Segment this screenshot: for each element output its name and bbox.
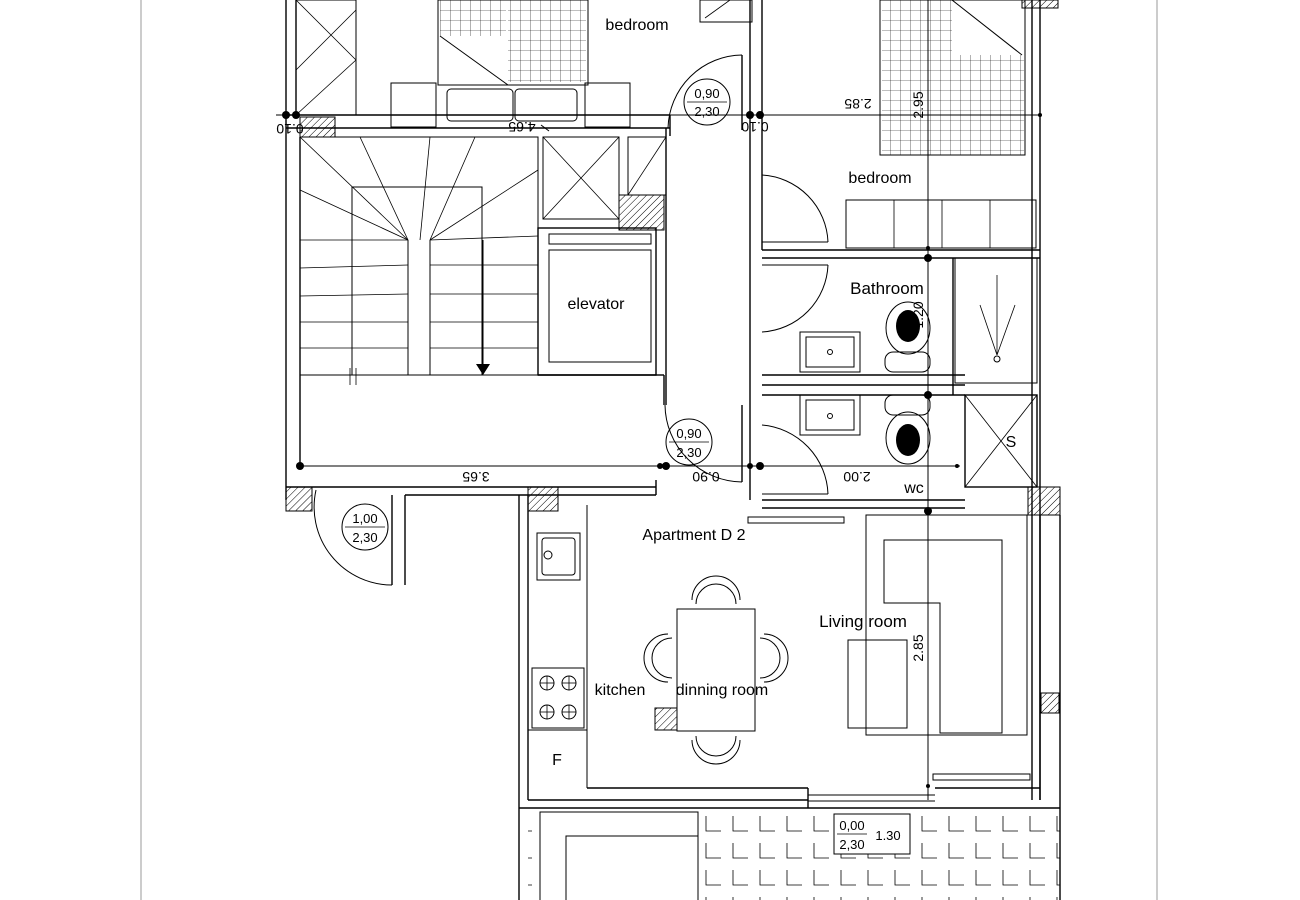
dim-365: 3.65	[462, 469, 489, 485]
door-tag-2-width: 0,90	[676, 426, 701, 441]
dimension-lines	[276, 0, 1042, 800]
label-shaft: S	[1006, 434, 1017, 451]
dim-090: 0.90	[692, 469, 719, 485]
door-tag-1: 0,90 2,30	[683, 78, 731, 126]
door-tag-4-width: 0,00	[839, 818, 864, 833]
door-tag-4: 0,00 2,30	[837, 818, 867, 852]
label-wc: wc	[903, 480, 924, 497]
right-bedroom-area	[749, 0, 1059, 800]
dim-010-right: 0.10	[741, 119, 768, 135]
door-tag-1-width: 0,90	[694, 86, 719, 101]
wc-fixtures	[762, 394, 1038, 509]
door-top-entry	[667, 54, 743, 130]
label-elevator: elevator	[568, 296, 626, 313]
dim-200: 2.00	[843, 469, 870, 485]
label-bedroom-top: bedroom	[605, 17, 668, 34]
dim-285-living: 2.85	[910, 634, 926, 661]
sheet-frame	[140, 0, 1158, 900]
door-tag-1-height: 2,30	[694, 104, 719, 119]
door-tag-4-height: 2,30	[839, 837, 864, 852]
dim-130: 1.30	[875, 828, 900, 843]
door-tag-3-height: 2,30	[352, 530, 377, 545]
label-apartment: Apartment D 2	[642, 527, 745, 544]
label-kitchen: kitchen	[595, 682, 646, 699]
bathroom-fixtures	[762, 257, 1038, 395]
door-tag-2-height: 2,30	[676, 445, 701, 460]
door-tag-2: 0,90 2,30	[665, 418, 713, 466]
dim-295: 2.95	[910, 91, 926, 118]
label-dining-room: dinning room	[676, 682, 769, 699]
corridor	[664, 128, 829, 500]
elevator-block	[537, 136, 667, 405]
staircase	[299, 136, 539, 468]
dim-285-top: 2.85	[844, 96, 871, 112]
label-bedroom-right: bedroom	[848, 170, 911, 187]
dim-120: 1.20	[910, 301, 926, 328]
living-area	[518, 486, 1061, 900]
door-tag-3: 1,00 2,30	[341, 503, 389, 551]
top-bedroom-area	[285, 0, 753, 500]
door-tag-3-width: 1,00	[352, 511, 377, 526]
landing-and-entry	[285, 480, 657, 586]
balcony	[519, 807, 1060, 900]
label-fridge: F	[552, 752, 562, 769]
dim-010-left: 0.10	[276, 121, 303, 137]
label-bathroom: Bathroom	[850, 279, 924, 298]
dim-465: 4.65	[508, 119, 535, 135]
label-living-room: Living room	[819, 612, 907, 631]
